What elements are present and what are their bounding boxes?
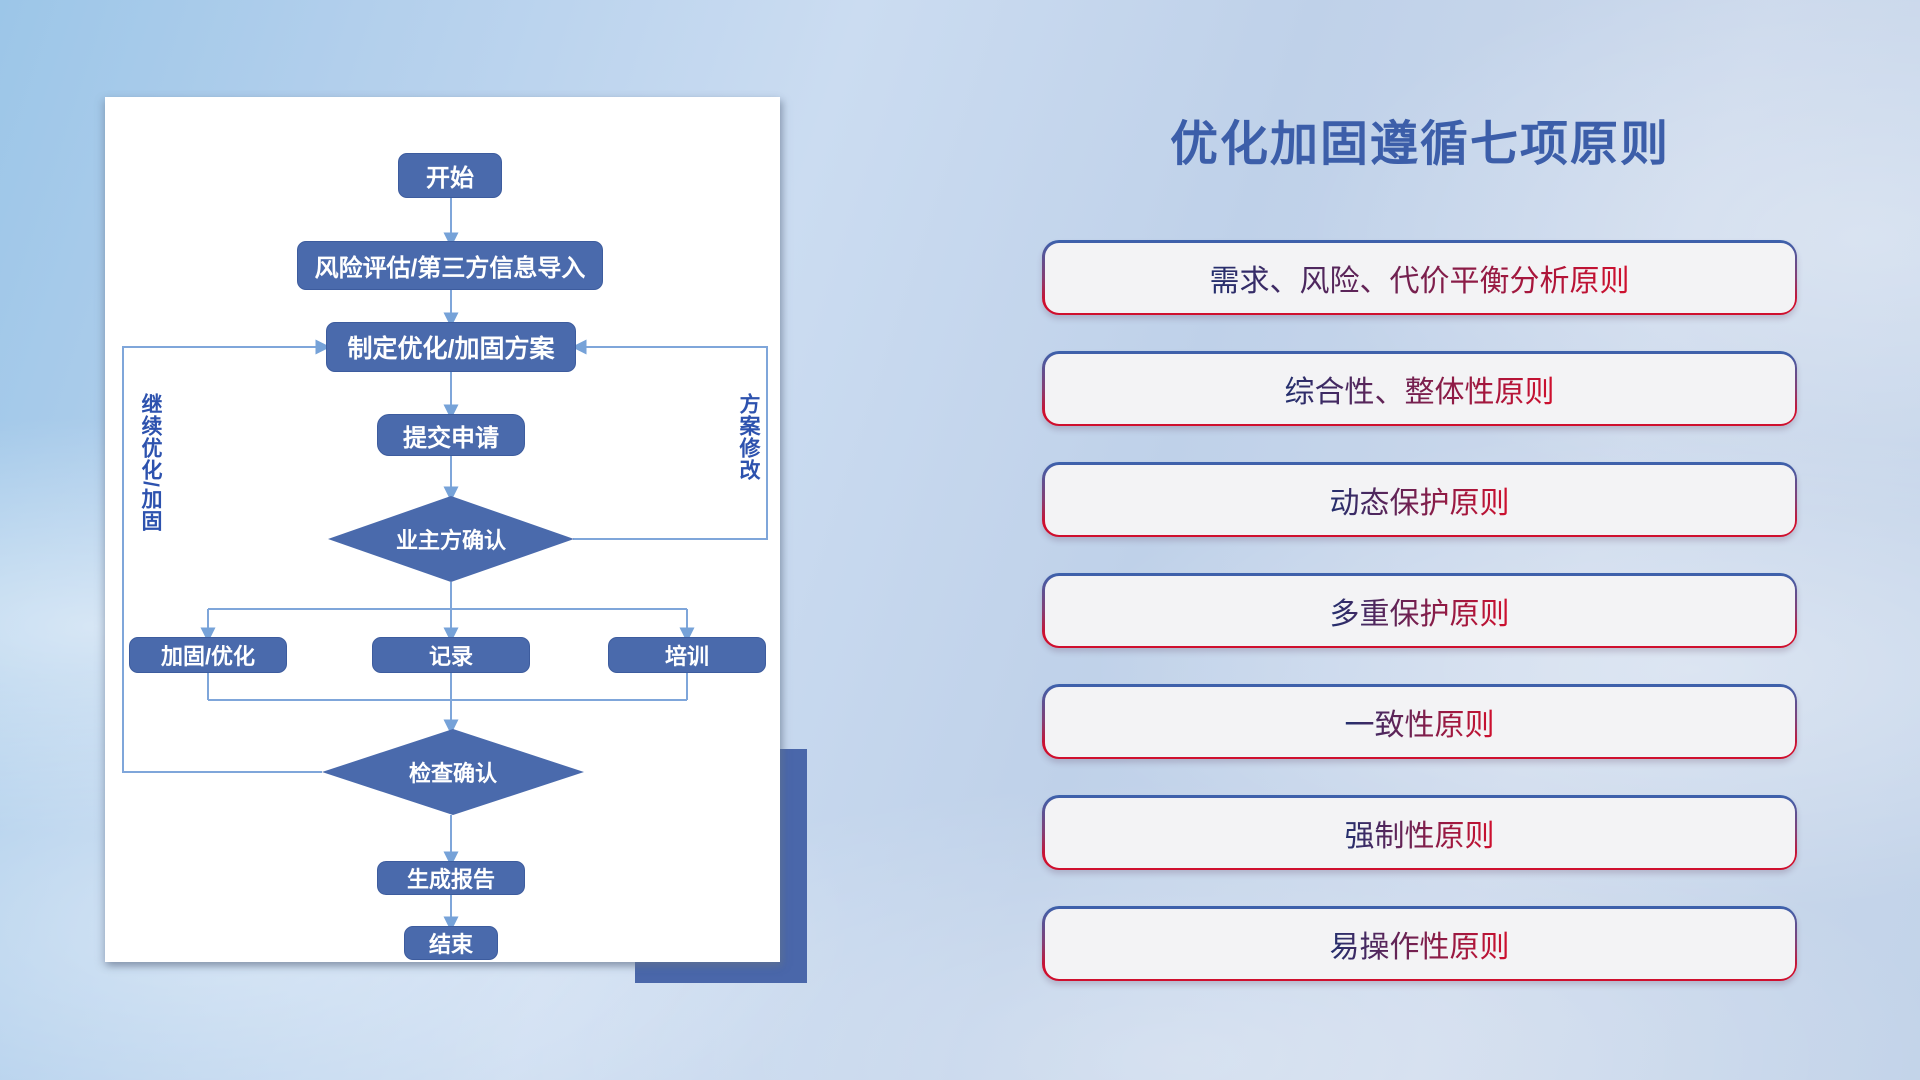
flow-node-reinforce-optimize: 加固/优化 <box>129 637 287 673</box>
flow-node-generate-report-label: 生成报告 <box>406 867 495 892</box>
flow-node-record: 记录 <box>372 637 530 673</box>
flow-node-check-confirm-label: 检查确认 <box>408 761 497 786</box>
principle-5-label: 一致性原则 <box>1345 700 1495 744</box>
page-title: 优化加固遵循七项原则 <box>1169 118 1670 171</box>
flowchart-connectors <box>122 197 768 932</box>
principle-box-4: 多重保护原则 <box>1042 573 1797 648</box>
flow-node-risk-import: 风险评估/第三方信息导入 <box>297 241 603 290</box>
principle-3-label: 动态保护原则 <box>1330 478 1510 522</box>
flow-node-training-label: 培训 <box>664 644 709 669</box>
principle-box-6-inner: 强制性原则 <box>1044 797 1795 868</box>
principle-1-label: 需求、风险、代价平衡分析原则 <box>1210 256 1630 300</box>
flow-node-start: 开始 <box>398 153 502 198</box>
flow-node-risk-import-label: 风险评估/第三方信息导入 <box>314 255 586 282</box>
principle-7-label: 易操作性原则 <box>1330 922 1510 966</box>
flow-node-record-label: 记录 <box>428 644 473 669</box>
principle-4-label: 多重保护原则 <box>1330 589 1510 633</box>
flow-node-end: 结束 <box>404 926 498 960</box>
flow-node-start-label: 开始 <box>426 165 474 192</box>
principle-box-1-inner: 需求、风险、代价平衡分析原则 <box>1044 242 1795 313</box>
principle-box-3-inner: 动态保护原则 <box>1044 464 1795 535</box>
principle-box-7: 易操作性原则 <box>1042 906 1797 981</box>
flow-node-make-plan-label: 制定优化/加固方案 <box>347 335 555 363</box>
flow-node-generate-report: 生成报告 <box>377 861 525 895</box>
principle-box-7-inner: 易操作性原则 <box>1044 908 1795 979</box>
principle-box-6: 强制性原则 <box>1042 795 1797 870</box>
flow-node-submit-request: 提交申请 <box>377 414 525 456</box>
loop-plan-revision <box>571 339 768 540</box>
flow-node-make-plan: 制定优化/加固方案 <box>326 322 576 372</box>
principle-box-5: 一致性原则 <box>1042 684 1797 759</box>
principle-box-1: 需求、风险、代价平衡分析原则 <box>1042 240 1797 315</box>
principle-box-2-inner: 综合性、整体性原则 <box>1044 353 1795 424</box>
flow-node-owner-confirm-label: 业主方确认 <box>395 528 506 553</box>
flowchart-card: 开始 风险评估/第三方信息导入 制定优化/加固方案 提交申请 业主方确认 加固/… <box>105 97 780 962</box>
flow-node-end-label: 结束 <box>428 932 473 957</box>
flow-node-training: 培训 <box>608 637 766 673</box>
loop-label-continue-optimize: 继续优化/加固 <box>139 393 162 532</box>
principle-box-4-inner: 多重保护原则 <box>1044 575 1795 646</box>
principle-box-5-inner: 一致性原则 <box>1044 686 1795 757</box>
flow-node-submit-request-label: 提交申请 <box>403 424 499 452</box>
principle-box-3: 动态保护原则 <box>1042 462 1797 537</box>
principle-6-label: 强制性原则 <box>1345 811 1495 855</box>
principle-2-label: 综合性、整体性原则 <box>1285 367 1555 411</box>
loop-continue-optimize <box>122 339 331 773</box>
loop-label-plan-revision: 方案修改 <box>737 393 760 481</box>
flow-node-reinforce-optimize-label: 加固/优化 <box>160 644 256 669</box>
principle-box-2: 综合性、整体性原则 <box>1042 351 1797 426</box>
